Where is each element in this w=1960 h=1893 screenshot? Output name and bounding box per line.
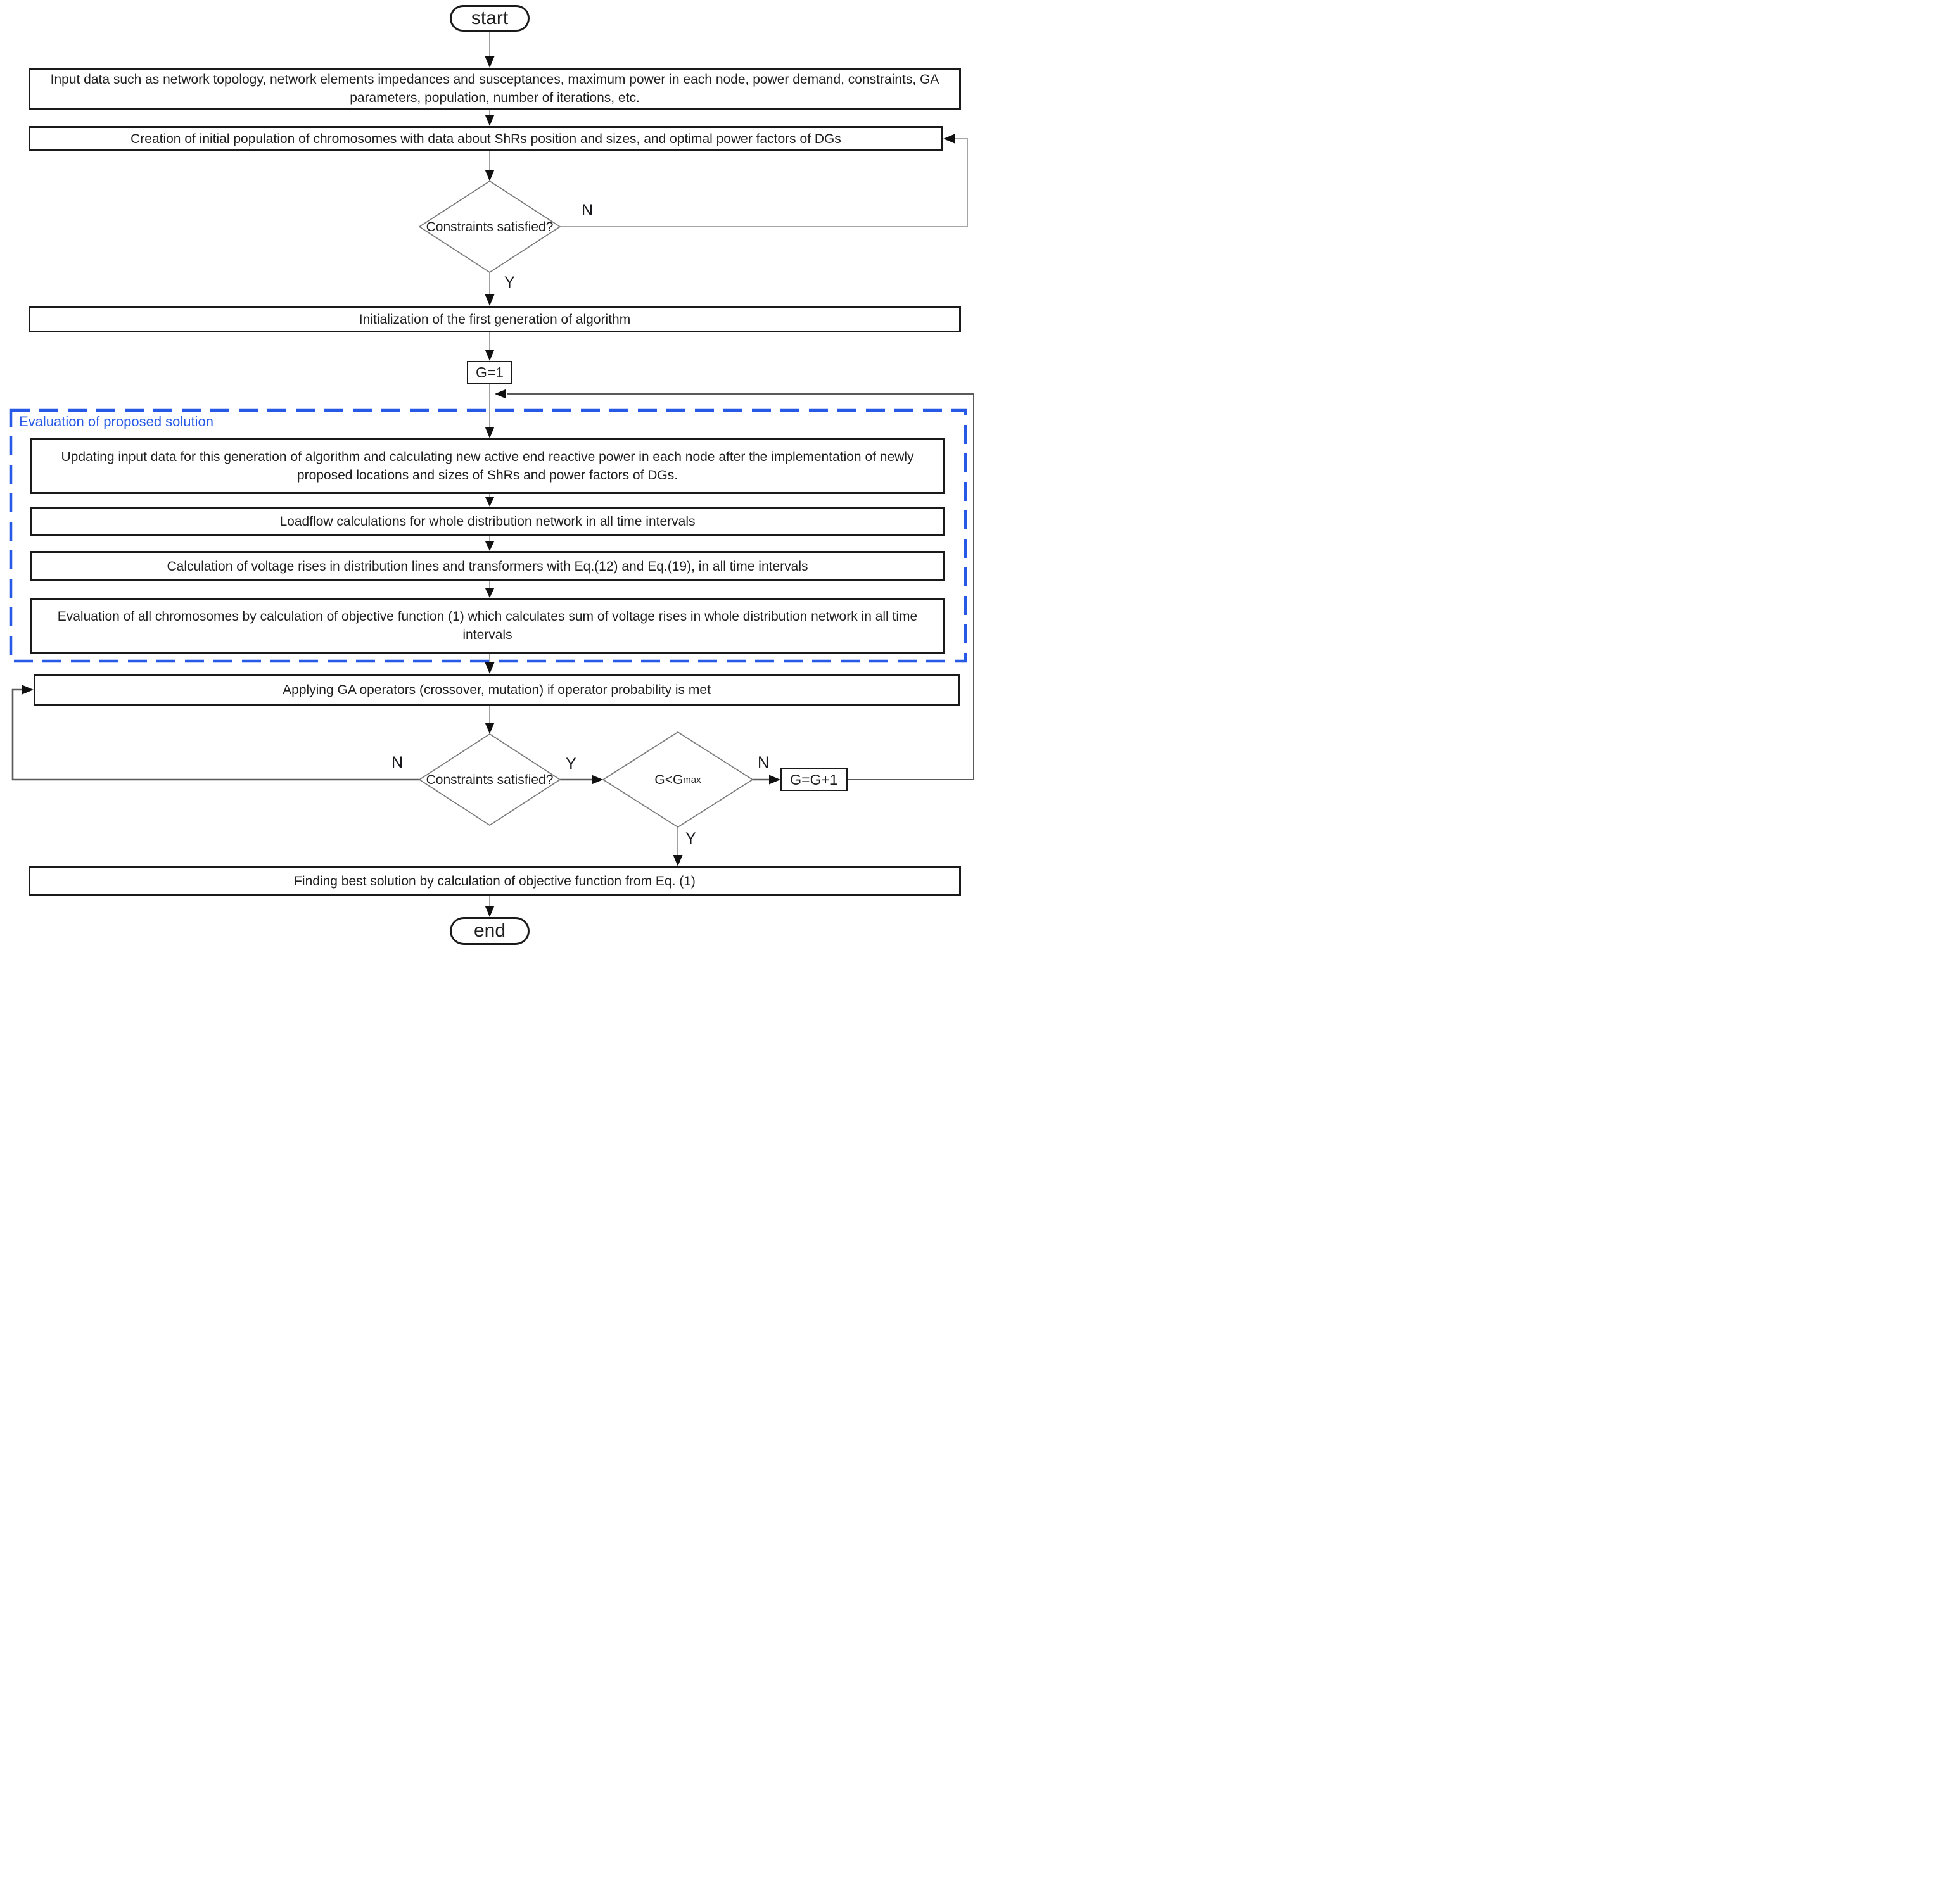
ga-operators-box: Applying GA operators (crossover, mutati…	[34, 674, 960, 706]
d1-yes-label: Y	[504, 274, 515, 291]
gmax-subscript: max	[683, 774, 701, 785]
evaluation-region-outline	[9, 408, 967, 663]
d1-no-label: N	[582, 201, 594, 219]
finding-best-solution-box: Finding best solution by calculation of …	[29, 866, 961, 896]
d2-no-label: N	[391, 754, 404, 771]
evaluation-region-label: Evaluation of proposed solution	[19, 414, 213, 429]
constraints-diamond-1	[418, 180, 561, 274]
loadflow-box: Loadflow calculations for whole distribu…	[30, 507, 945, 536]
flowchart-connectors	[9, 32, 974, 917]
loop-constraints2-no	[11, 688, 419, 781]
constraints-diamond-2	[418, 733, 561, 826]
flowchart-canvas: start end Input data such as network top…	[0, 0, 980, 947]
gmax-text: G<G	[654, 772, 684, 787]
constraints-diamond-1-label: Constraints satisfied?	[426, 219, 554, 234]
d3-yes-label: Y	[685, 830, 696, 847]
d2-yes-label: Y	[566, 755, 576, 773]
voltage-rises-box: Calculation of voltage rises in distribu…	[30, 551, 945, 581]
gmax-diamond	[602, 731, 754, 828]
g-increment-box: G=G+1	[780, 768, 848, 791]
constraints-diamond-2-label: Constraints satisfied?	[426, 772, 554, 787]
evaluation-chromosomes-box: Evaluation of all chromosomes by calcula…	[30, 598, 945, 654]
input-data-box: Input data such as network topology, net…	[29, 68, 961, 110]
g-equals-1-box: G=1	[467, 361, 512, 384]
start-terminal: start	[450, 5, 530, 32]
initialization-box: Initialization of the first generation o…	[29, 306, 961, 332]
creation-population-box: Creation of initial population of chromo…	[29, 126, 943, 151]
arrowheads	[22, 56, 955, 917]
d3-no-label: N	[758, 754, 770, 771]
end-terminal: end	[450, 917, 530, 945]
loop-constraints1-no	[560, 138, 968, 227]
loop-generation-increment	[507, 393, 974, 780]
updating-input-box: Updating input data for this generation …	[30, 438, 945, 494]
